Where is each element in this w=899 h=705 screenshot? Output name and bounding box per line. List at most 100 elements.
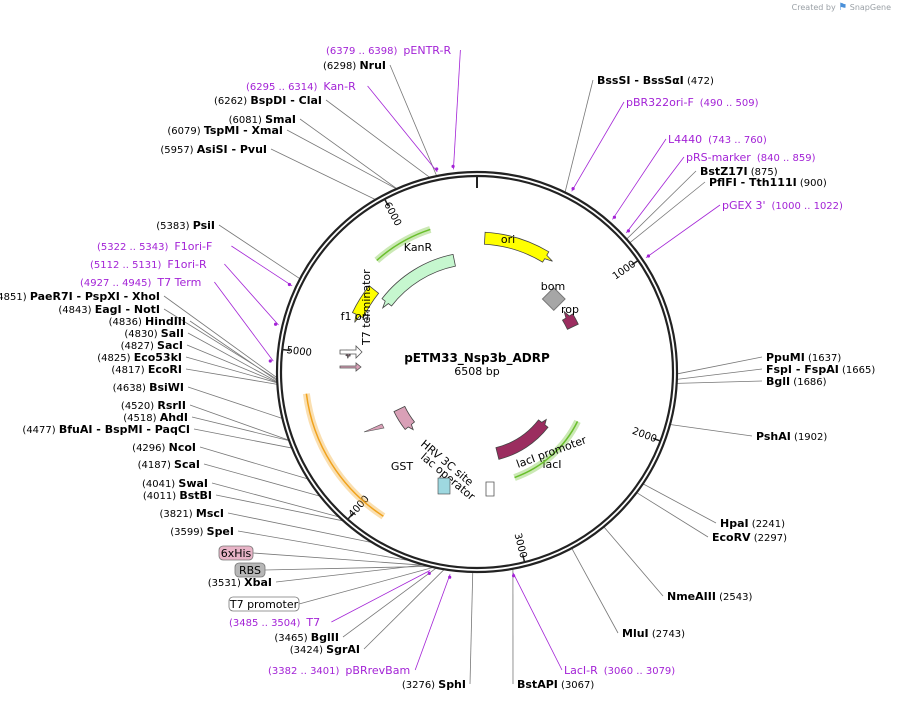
enzyme-position: (4041) [142, 479, 178, 490]
enzyme-position: (3276) [402, 680, 438, 691]
primer-name: Kan-R [323, 80, 356, 93]
feature-arc-f1-ori [351, 285, 380, 323]
enzyme-position: (4843) [58, 305, 94, 316]
enzyme-label: BssSI - BssSαI (472) [597, 74, 714, 87]
enzyme-leader [215, 494, 344, 522]
enzyme-label: (4825) Eco53kI [97, 351, 182, 364]
enzyme-leader [189, 404, 290, 441]
enzyme-label: MluI (2743) [622, 627, 685, 640]
enzyme-label: (5957) AsiSI - PvuI [160, 143, 267, 156]
enzyme-position: (4638) [113, 383, 149, 394]
primer-range: (490 .. 509) [700, 98, 759, 109]
enzyme-position: (1637) [805, 353, 842, 364]
primer-site [448, 575, 452, 579]
enzyme-position: (2743) [649, 629, 686, 640]
primer-site [646, 254, 651, 258]
enzyme-name: SpeI [207, 525, 234, 538]
enzyme-leader [187, 332, 278, 383]
enzyme-name: PaeR7I - PspXI - XhoI [30, 290, 160, 303]
enzyme-name: RsrII [157, 399, 186, 412]
enzyme-label: (4520) RsrII [121, 399, 186, 412]
scale-tick-label: 3000 [512, 532, 529, 559]
enzyme-name: PpuMI [766, 351, 805, 364]
enzyme-position: (900) [797, 178, 827, 189]
enzyme-position: (4011) [143, 491, 179, 502]
enzyme-name: ScaI [174, 458, 200, 471]
primer-leader [214, 281, 274, 362]
enzyme-leader [199, 446, 309, 480]
enzyme-position: (4187) [138, 460, 174, 471]
enzyme-position: (4825) [97, 353, 133, 364]
primer-leader [414, 574, 451, 671]
highlight-band-line [514, 421, 579, 479]
primer-site [511, 574, 516, 578]
enzyme-label: PshAI (1902) [756, 430, 827, 443]
enzyme-leader [185, 356, 278, 384]
enzyme-name: Eco53kI [134, 351, 182, 364]
primer-name: L4440 [668, 133, 702, 146]
primer-site [427, 571, 431, 576]
primer-range: (840 .. 859) [757, 153, 816, 164]
enzyme-leader [186, 344, 278, 383]
enzyme-leader [603, 526, 664, 597]
primer-leader [224, 263, 279, 326]
highlight-band [302, 393, 386, 520]
enzyme-name: MluI [622, 627, 649, 640]
enzyme-name: BspDI - ClaI [250, 94, 322, 107]
primer-leader [612, 138, 667, 220]
highlight-band-line [376, 228, 431, 261]
feature-label: bom [541, 280, 565, 293]
enzyme-leader [193, 428, 293, 449]
feature-tag-label: T7 promoter [229, 598, 299, 611]
enzyme-label: (4477) BfuAI - BspMI - PaqCI [22, 423, 190, 436]
snapgene-watermark: Created by ⚑ SnapGene [792, 2, 891, 13]
highlight-band-line [305, 393, 384, 517]
feature-tag-box [234, 562, 266, 578]
primer-site [626, 229, 631, 233]
enzyme-name: SalI [161, 327, 184, 340]
enzyme-position: (2543) [716, 592, 753, 603]
enzyme-leader [203, 463, 321, 497]
enzyme-name: EagI - NotI [95, 303, 160, 316]
primer-range: (4927 .. 4945) [80, 278, 152, 289]
enzyme-label: EcoRV (2297) [712, 531, 787, 544]
enzyme-leader [187, 386, 283, 419]
primer-name: pBRrevBam [345, 664, 410, 677]
enzyme-position: (4477) [22, 425, 58, 436]
primer-leader [512, 572, 563, 671]
enzyme-name: HindIII [145, 315, 186, 328]
feature-arc-ori [483, 231, 553, 263]
primer-name: pBR322ori-F [626, 96, 694, 109]
primer-site [273, 322, 278, 326]
backbone-outer [275, 170, 679, 574]
enzyme-leader [270, 148, 376, 200]
enzyme-position: (4836) [109, 317, 145, 328]
enzyme-name: MscI [196, 507, 224, 520]
feature-arc-kanr [381, 253, 456, 310]
primer-range: (3060 .. 3079) [604, 666, 676, 677]
primer-label: pGEX 3'(1000 .. 1022) [722, 199, 843, 212]
tag-leader [298, 566, 434, 605]
enzyme-position: (1902) [791, 432, 828, 443]
enzyme-label: (3465) BglII [274, 631, 339, 644]
enzyme-label: NmeAIII (2543) [667, 590, 752, 603]
plasmid-name: pETM33_Nsp3b_ADRP [404, 351, 550, 366]
enzyme-leader [676, 368, 763, 380]
enzyme-name: SwaI [178, 477, 208, 490]
primer-site [571, 187, 575, 191]
feature-tag-label: RBS [239, 564, 261, 577]
primer-range: (3382 .. 3401) [268, 666, 340, 677]
enzyme-leader [275, 564, 425, 583]
enzyme-position: (4296) [132, 443, 168, 454]
feature-tag-box [228, 596, 300, 612]
feature-arc-laci [495, 418, 549, 460]
enzyme-label: (4851) PaeR7I - PspXI - XhoI [0, 290, 160, 303]
6xhis-glyph [339, 362, 362, 372]
enzyme-label: (4830) SalI [124, 327, 184, 340]
primer-range: (5112 .. 5131) [90, 260, 162, 271]
enzyme-position: (4817) [111, 365, 147, 376]
primer-label: (3485 .. 3504)T7 [229, 616, 320, 629]
feature-label: lacI [542, 458, 561, 471]
enzyme-label: (3531) XbaI [208, 576, 272, 589]
scale-tick [631, 259, 639, 266]
